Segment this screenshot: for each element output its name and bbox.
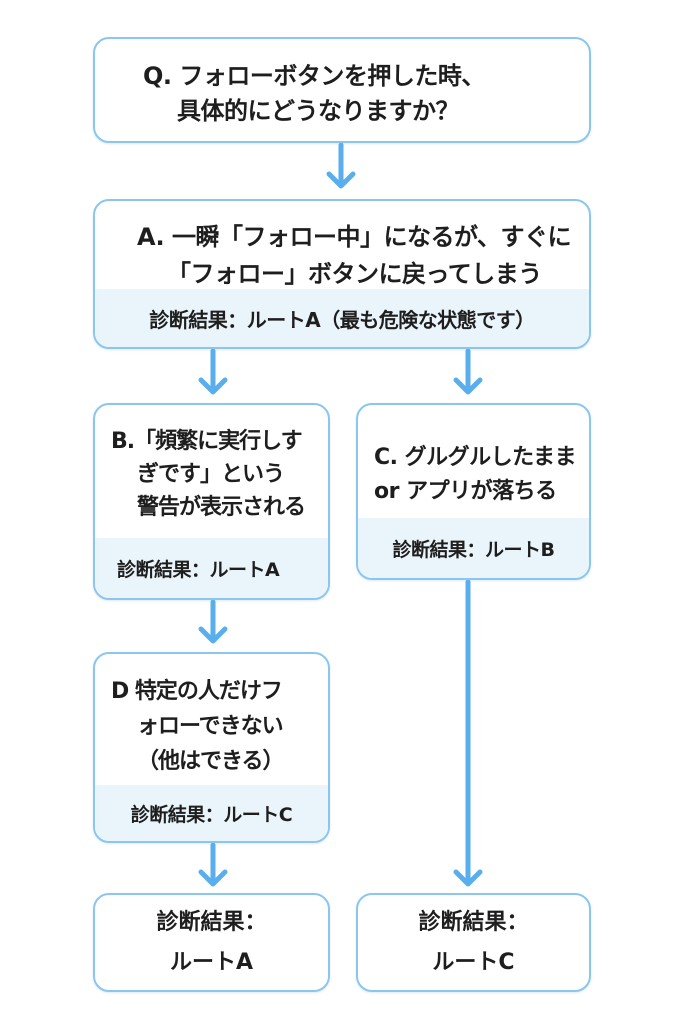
- arrow-b-to-d: [198, 599, 228, 644]
- answer-d-line-1: D 特定の人だけフ: [111, 679, 283, 704]
- final-result-a-text: 診断結果： ルートA: [95, 895, 328, 990]
- answer-b-box: B.「頻繁に実行しす ぎです」という 警告が表示される 診断結果：ルートA: [93, 403, 330, 600]
- question-text: Q. フォローボタンを押した時、 具体的にどうなりますか？: [95, 39, 589, 129]
- arrow-c-to-final-c: [453, 579, 483, 887]
- answer-b-result: 診断結果：ルートA: [95, 538, 328, 598]
- answer-a-text: A. 一瞬「フォロー中」になるが、すぐに 「フォロー」ボタンに戻ってしまう: [95, 201, 589, 293]
- question-line-1: Q. フォローボタンを押した時、: [143, 62, 485, 90]
- answer-a-result: 診断結果：ルートA（最も危険な状態です）: [95, 289, 589, 347]
- answer-b-line-2: ぎです」という: [137, 462, 285, 487]
- final-result-a-route: ルートA: [169, 949, 254, 975]
- question-line-2: 具体的にどうなりますか？: [177, 97, 460, 125]
- arrow-question-to-a: [326, 142, 356, 189]
- answer-d-text: D 特定の人だけフ ォローできない （他はできる）: [95, 654, 328, 779]
- final-result-c-route: ルートC: [432, 949, 515, 975]
- answer-b-line-3: 警告が表示される: [137, 495, 306, 520]
- answer-c-line-2: or アプリが落ちる: [374, 479, 557, 504]
- answer-b-line-1: B.「頻繁に実行しす: [111, 429, 303, 454]
- answer-c-line-1: C. グルグルしたまま: [374, 445, 577, 470]
- answer-c-box: C. グルグルしたまま or アプリが落ちる 診断結果：ルートB: [356, 403, 591, 580]
- answer-d-line-2: ォローできない: [137, 714, 284, 739]
- answer-c-result: 診断結果：ルートB: [358, 518, 589, 578]
- answer-d-line-3: （他はできる）: [137, 749, 285, 774]
- final-result-c-box: 診断結果： ルートC: [356, 893, 591, 992]
- final-result-a-label: 診断結果：: [156, 909, 267, 935]
- final-result-c-text: 診断結果： ルートC: [358, 895, 589, 990]
- answer-b-text: B.「頻繁に実行しす ぎです」という 警告が表示される: [95, 405, 328, 524]
- answer-a-box: A. 一瞬「フォロー中」になるが、すぐに 「フォロー」ボタンに戻ってしまう 診断…: [93, 199, 591, 349]
- answer-a-line-2: 「フォロー」ボタンに戻ってしまう: [167, 260, 542, 288]
- answer-d-box: D 特定の人だけフ ォローできない （他はできる） 診断結果：ルートC: [93, 652, 330, 843]
- arrow-d-to-final-a: [198, 842, 228, 887]
- final-result-c-label: 診断結果：: [418, 909, 529, 935]
- answer-a-line-1: A. 一瞬「フォロー中」になるが、すぐに: [137, 223, 572, 251]
- answer-c-text: C. グルグルしたまま or アプリが落ちる: [358, 405, 589, 509]
- arrow-a-to-c: [453, 348, 483, 395]
- answer-d-result: 診断結果：ルートC: [95, 785, 328, 841]
- final-result-a-box: 診断結果： ルートA: [93, 893, 330, 992]
- arrow-a-to-b: [198, 348, 228, 395]
- question-box: Q. フォローボタンを押した時、 具体的にどうなりますか？: [93, 37, 591, 143]
